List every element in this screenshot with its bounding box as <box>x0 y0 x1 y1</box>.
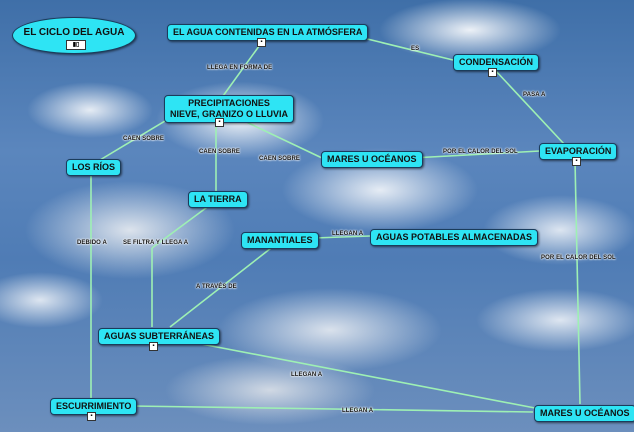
node-condensacion[interactable]: CONDENSACIÓN ▪ <box>453 54 540 77</box>
link-condensacion-evaporacion <box>494 69 566 146</box>
node-los-rios-label: LOS RÍOS <box>72 162 116 172</box>
resource-icon[interactable]: ▪ <box>572 157 581 166</box>
node-mares-oceanos-1-label: MARES U OCÉANOS <box>327 154 417 164</box>
node-aguas-subterraneas-label: AGUAS SUBTERRÁNEAS <box>104 331 215 341</box>
link-label-llega-en-forma-de: LLEGA EN FORMA DE <box>207 65 273 71</box>
node-precipitaciones[interactable]: PRECIPITACIONES NIEVE, GRANIZO O LLUVIA … <box>164 95 295 127</box>
link-evaporacion-mares2 <box>574 159 581 405</box>
link-label-es: ES <box>411 46 420 52</box>
link-label-caen-sobre-3: CAEN SOBRE <box>259 156 301 162</box>
node-manantiales-label: MANANTIALES <box>247 235 313 245</box>
node-precipitaciones-label-1: PRECIPITACIONES <box>188 98 270 108</box>
link-label-llegan-a-2: LLEGAN A <box>291 372 323 378</box>
resource-icon[interactable]: ▪ <box>257 38 266 47</box>
link-label-pasa-a: PASA A <box>523 92 546 98</box>
node-mares-oceanos-2[interactable]: MARES U OCÉANOS <box>534 405 634 422</box>
node-evaporacion[interactable]: EVAPORACIÓN ▪ <box>539 143 618 166</box>
node-la-tierra-label: LA TIERRA <box>194 194 242 204</box>
node-agua-atmosfera[interactable]: EL AGUA CONTENIDAS EN LA ATMÓSFERA ▪ <box>167 24 369 47</box>
resource-icon[interactable]: ▪ <box>488 68 497 77</box>
link-precipitaciones-mares <box>241 119 323 159</box>
node-escurrimiento-label: ESCURRIMIENTO <box>56 401 132 411</box>
link-mares-evaporacion <box>411 150 541 159</box>
node-mares-oceanos-2-label: MARES U OCÉANOS <box>540 408 630 418</box>
link-escurrimiento-mares2 <box>130 405 534 413</box>
node-los-rios[interactable]: LOS RÍOS <box>66 159 122 176</box>
link-manantiales-potables <box>313 235 371 239</box>
node-evaporacion-label: EVAPORACIÓN <box>545 146 612 156</box>
diagram-title-text: EL CICLO DEL AGUA <box>23 27 125 38</box>
node-aguas-potables-label: AGUAS POTABLES ALMACENADAS <box>376 232 533 242</box>
link-label-a-traves-de: A TRAVÉS DE <box>196 284 237 290</box>
link-subterraneas-manantiales <box>169 244 276 328</box>
node-aguas-potables[interactable]: AGUAS POTABLES ALMACENADAS <box>370 229 539 246</box>
node-condensacion-label: CONDENSACIÓN <box>459 57 534 67</box>
link-label-se-filtra: SE FILTRA Y LLEGA A <box>123 240 189 246</box>
node-mares-oceanos-1[interactable]: MARES U OCÉANOS <box>321 151 423 168</box>
resource-icon[interactable]: ▪ <box>87 412 96 421</box>
link-label-debido-a: DEBIDO A <box>77 240 107 246</box>
link-tierra-subterraneas <box>151 204 211 249</box>
node-agua-atmosfera-label: EL AGUA CONTENIDAS EN LA ATMÓSFERA <box>173 27 363 37</box>
node-manantiales[interactable]: MANANTIALES <box>241 232 319 249</box>
node-la-tierra[interactable]: LA TIERRA <box>188 191 248 208</box>
attachment-icon[interactable]: ▮▯ <box>66 40 86 50</box>
link-subterraneas-mares2 <box>195 342 536 409</box>
link-label-llegan-a-3: LLEGAN A <box>342 408 374 414</box>
link-label-llegan-a-1: LLEGAN A <box>332 231 364 237</box>
resource-icon[interactable]: ▪ <box>149 342 158 351</box>
link-precipitaciones-rios <box>99 117 171 161</box>
link-label-por-el-calor-2: POR EL CALOR DEL SOL <box>541 255 616 261</box>
diagram-title[interactable]: EL CICLO DEL AGUA ▮▯ <box>12 17 136 54</box>
link-label-caen-sobre-1: CAEN SOBRE <box>123 136 165 142</box>
link-atmosfera-condensacion <box>354 35 454 61</box>
node-precipitaciones-label-2: NIEVE, GRANIZO O LLUVIA <box>170 109 289 119</box>
node-escurrimiento[interactable]: ESCURRIMIENTO ▪ <box>50 398 138 421</box>
link-atmosfera-precipitaciones <box>222 41 263 97</box>
node-aguas-subterraneas[interactable]: AGUAS SUBTERRÁNEAS ▪ <box>98 328 221 351</box>
link-label-caen-sobre-2: CAEN SOBRE <box>199 149 241 155</box>
link-label-por-el-calor-1: POR EL CALOR DEL SOL <box>443 149 518 155</box>
resource-icon[interactable]: ▪ <box>215 118 224 127</box>
